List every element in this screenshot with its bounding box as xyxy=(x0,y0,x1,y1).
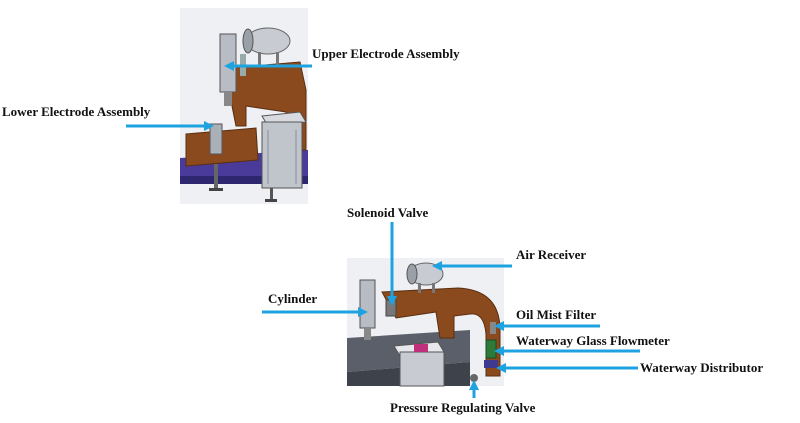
oil-mist-filter-arrowhead xyxy=(494,321,504,331)
top-machine-render xyxy=(180,8,308,204)
top-air-tank xyxy=(242,27,291,66)
label-upper-electrode-assembly: Upper Electrode Assembly xyxy=(312,46,460,61)
pressure-valve-arrowhead xyxy=(469,380,479,390)
bottom-pressure-valve xyxy=(470,374,478,382)
upper-electrode-arrowhead xyxy=(224,61,234,71)
distributor-arrowhead xyxy=(496,363,506,373)
label-waterway-distributor: Waterway Distributor xyxy=(640,360,764,375)
air-receiver-arrowhead xyxy=(432,261,442,271)
top-callouts xyxy=(126,61,312,131)
top-c-frame xyxy=(227,61,307,151)
label-solenoid-valve: Solenoid Valve xyxy=(347,205,429,220)
label-air-receiver: Air Receiver xyxy=(516,247,587,262)
bottom-transformer xyxy=(393,341,445,387)
top-transformer-block xyxy=(261,111,307,202)
bottom-flowmeter xyxy=(485,339,497,359)
bottom-cylinder xyxy=(359,279,376,340)
solenoid-valve-arrowhead xyxy=(387,296,397,306)
label-waterway-glass-flowmeter: Waterway Glass Flowmeter xyxy=(516,333,670,348)
cylinder-arrowhead xyxy=(358,307,368,317)
bottom-oil-mist-filter xyxy=(490,322,496,334)
bottom-distributor xyxy=(484,360,498,368)
label-lower-electrode-assembly: Lower Electrode Assembly xyxy=(2,104,151,119)
label-cylinder: Cylinder xyxy=(268,291,318,306)
bottom-air-receiver xyxy=(406,262,444,293)
top-lower-arm xyxy=(185,123,259,191)
bottom-c-frame xyxy=(381,287,501,377)
bottom-callouts xyxy=(262,222,640,398)
label-oil-mist-filter: Oil Mist Filter xyxy=(516,307,597,322)
lower-electrode-arrowhead xyxy=(204,121,214,131)
bottom-machine-render xyxy=(347,258,504,387)
label-pressure-regulating-valve: Pressure Regulating Valve xyxy=(390,400,536,415)
flowmeter-arrowhead xyxy=(494,346,504,356)
